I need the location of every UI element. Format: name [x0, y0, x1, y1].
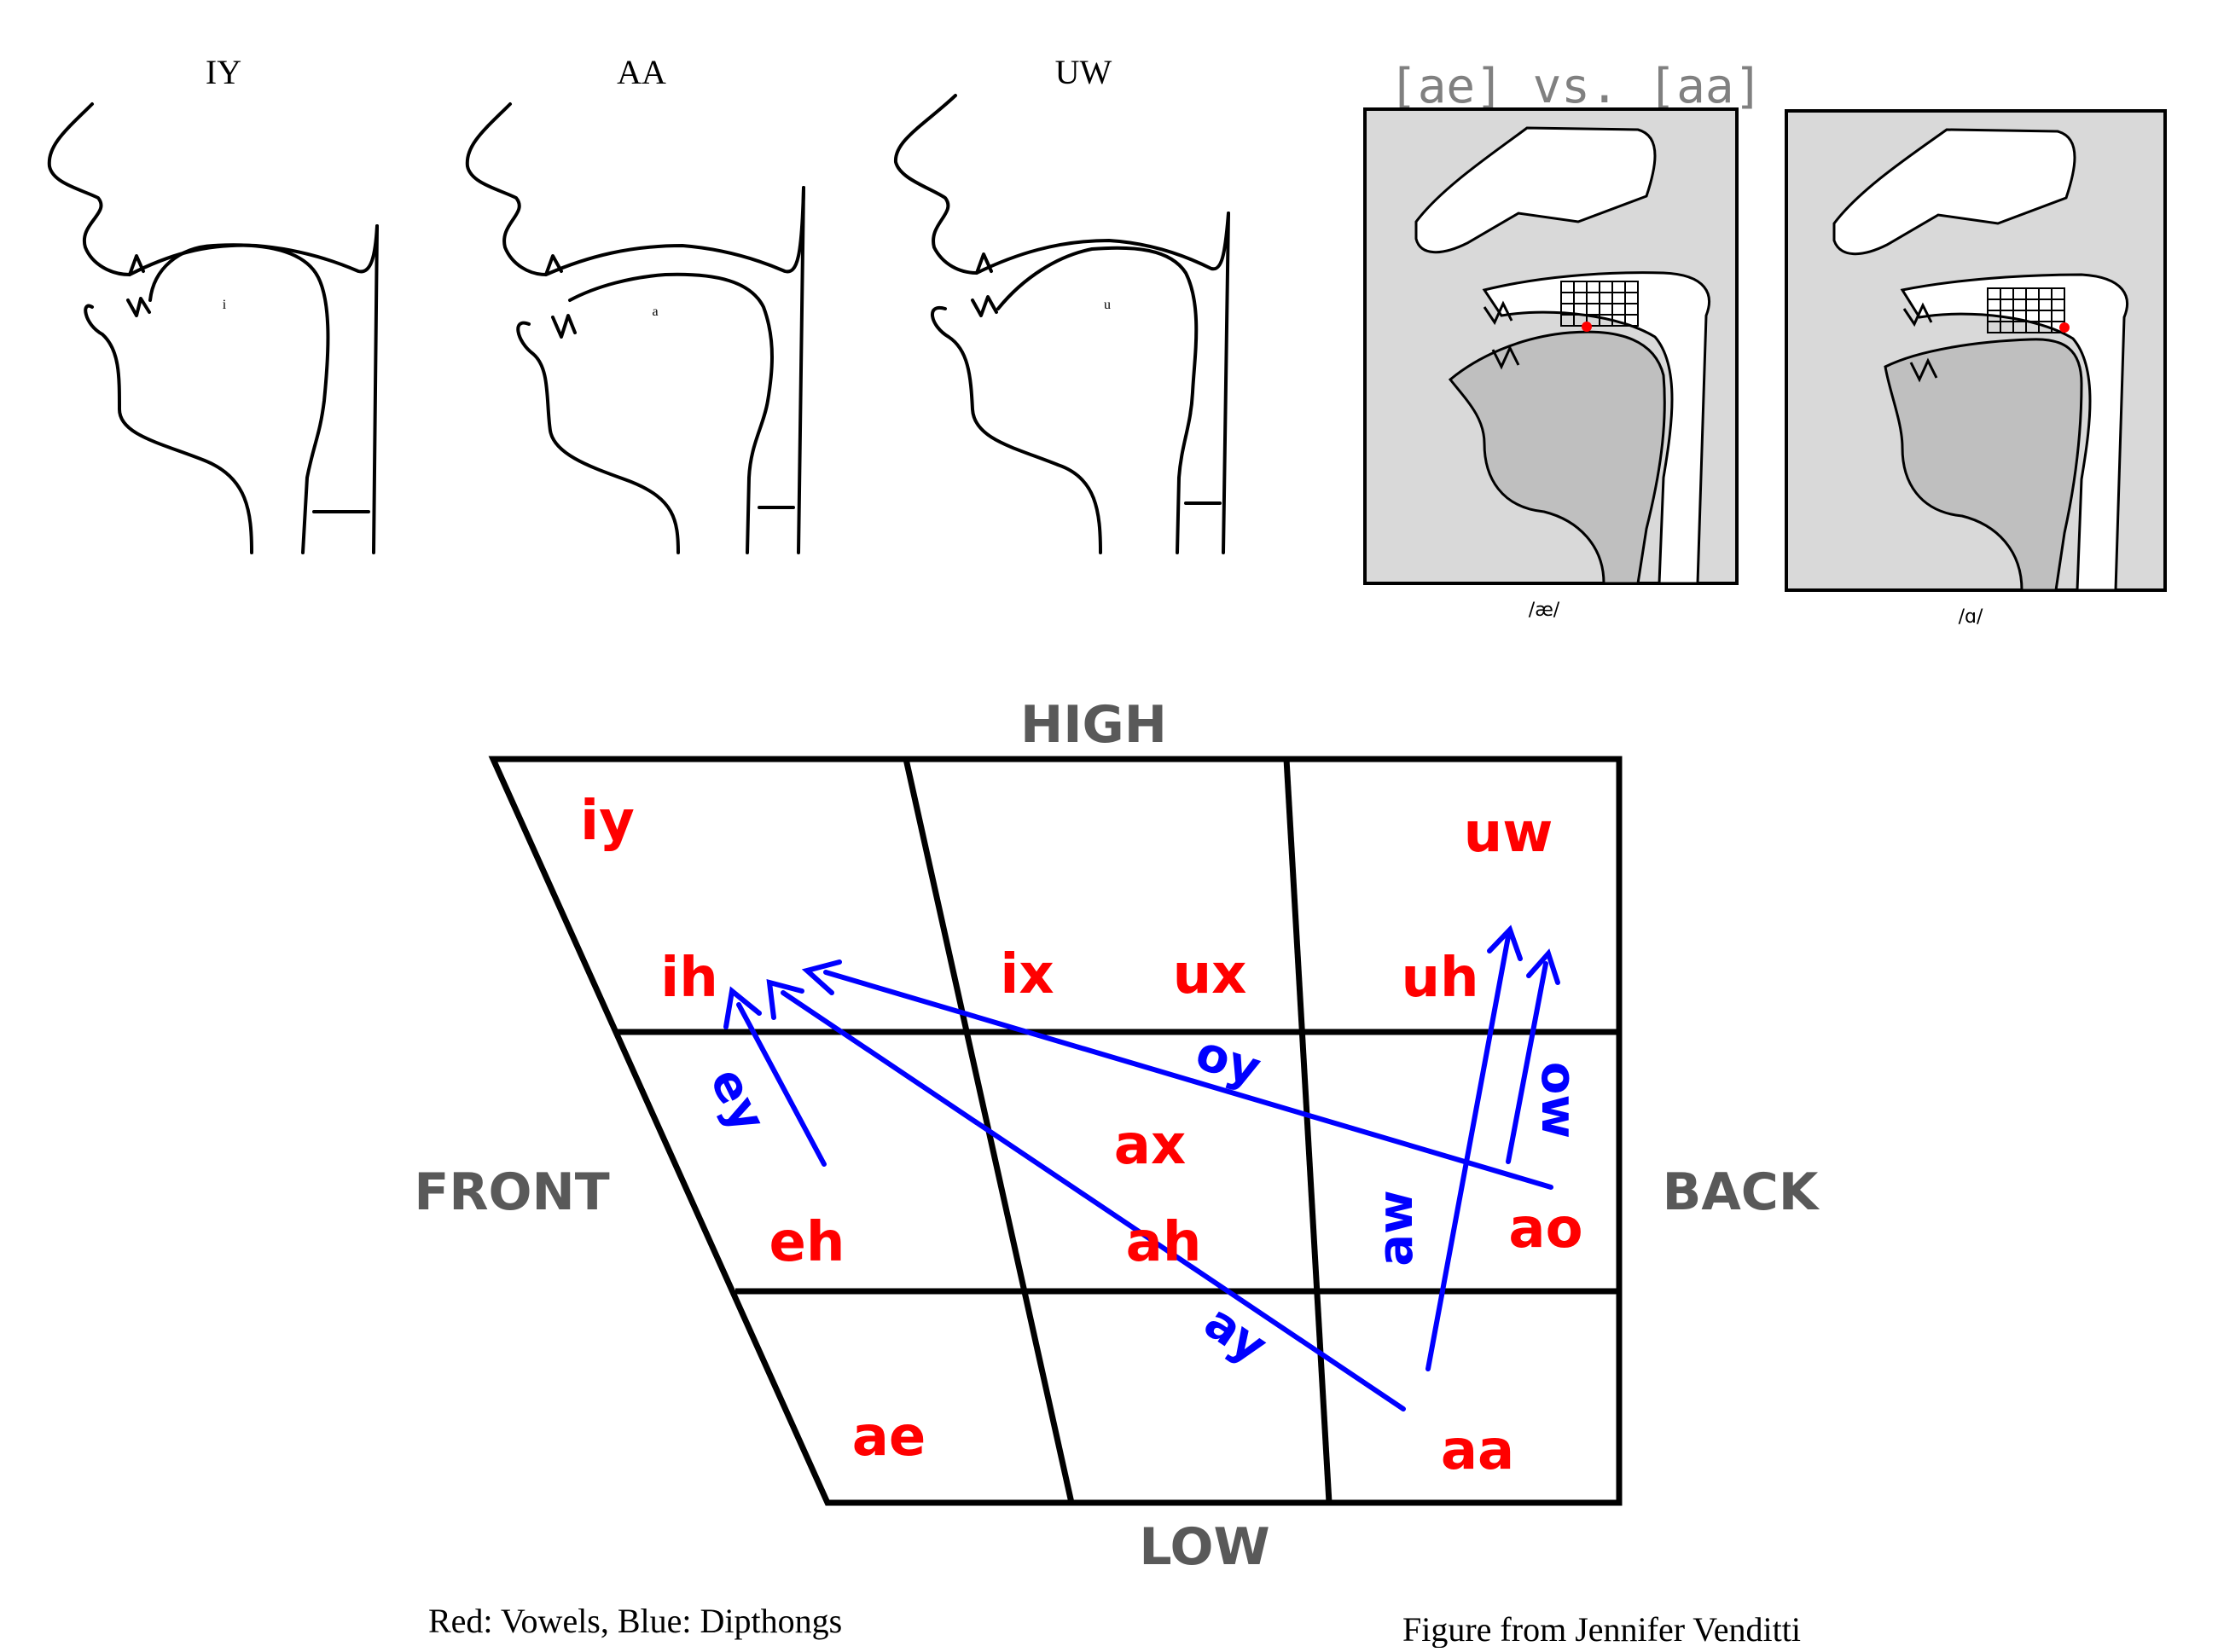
- comparison-title: [ae] vs. [aa]: [1389, 59, 1762, 114]
- vowel-label-ax: ax: [1114, 1114, 1186, 1177]
- vowel-label-ah: ah: [1126, 1211, 1202, 1274]
- section-letter-i: i: [223, 298, 227, 312]
- vowel-label-uh: uh: [1401, 947, 1478, 1010]
- diphthong-label-ow: ow: [1530, 1062, 1586, 1139]
- section-letter-a: a: [652, 304, 658, 319]
- diphthong-label-ay: ay: [1194, 1294, 1277, 1374]
- axis-label-low: LOW: [1139, 1517, 1269, 1577]
- section-letter-u: u: [1104, 298, 1111, 312]
- diphthong-arrows: [736, 934, 1553, 1411]
- diphthong-label-aw: aw: [1368, 1190, 1424, 1267]
- comparison-panel-ae: /æ/: [1363, 107, 1739, 621]
- arrow-ey: [736, 1002, 827, 1167]
- arrow-ow: [1506, 961, 1548, 1164]
- panel-label-aa: /ɑ/: [1959, 606, 1983, 628]
- vowel-label-aa: aa: [1441, 1419, 1514, 1482]
- comparison-panel-aa: /ɑ/: [1785, 109, 2167, 628]
- vowel-label-ae: ae: [852, 1406, 926, 1469]
- panel-label-ae: /æ/: [1529, 600, 1560, 621]
- arrow-oy: [823, 970, 1553, 1190]
- credit-caption: Figure from Jennifer Venditti: [1402, 1610, 1801, 1648]
- arrow-ay: [781, 990, 1406, 1411]
- section-label-iy: IY: [206, 53, 241, 91]
- vowel-label-iy: iy: [580, 790, 635, 853]
- vowel-chart: HIGH LOW FRONT BACK ey oy ay aw ow: [414, 695, 1820, 1577]
- diphthong-arrowheads: [723, 925, 1560, 1029]
- vowel-label-uw: uw: [1464, 802, 1553, 865]
- vowel-label-ih: ih: [660, 947, 718, 1010]
- sagittal-section-aa: AA a: [465, 53, 805, 554]
- vowel-label-eh: eh: [769, 1211, 845, 1274]
- axis-label-back: BACK: [1663, 1162, 1820, 1222]
- legend-caption: Red: Vowels, Blue: Dipthongs: [428, 1602, 842, 1640]
- vowel-label-ao: ao: [1508, 1197, 1582, 1261]
- section-label-uw: UW: [1055, 53, 1112, 91]
- diphthong-label-oy: oy: [1189, 1025, 1267, 1098]
- vowel-label-ix: ix: [1000, 943, 1054, 1006]
- axis-label-high: HIGH: [1020, 695, 1167, 755]
- vowel-chart-grid: [488, 756, 1623, 1506]
- sagittal-section-uw: UW u: [893, 53, 1230, 554]
- arrow-aw: [1425, 934, 1511, 1371]
- sagittal-section-iy: IY i: [47, 53, 379, 554]
- diphthong-label-ey: ey: [699, 1059, 776, 1140]
- section-label-aa: AA: [617, 53, 666, 91]
- vowel-label-ux: ux: [1173, 943, 1247, 1006]
- axis-label-front: FRONT: [414, 1162, 609, 1222]
